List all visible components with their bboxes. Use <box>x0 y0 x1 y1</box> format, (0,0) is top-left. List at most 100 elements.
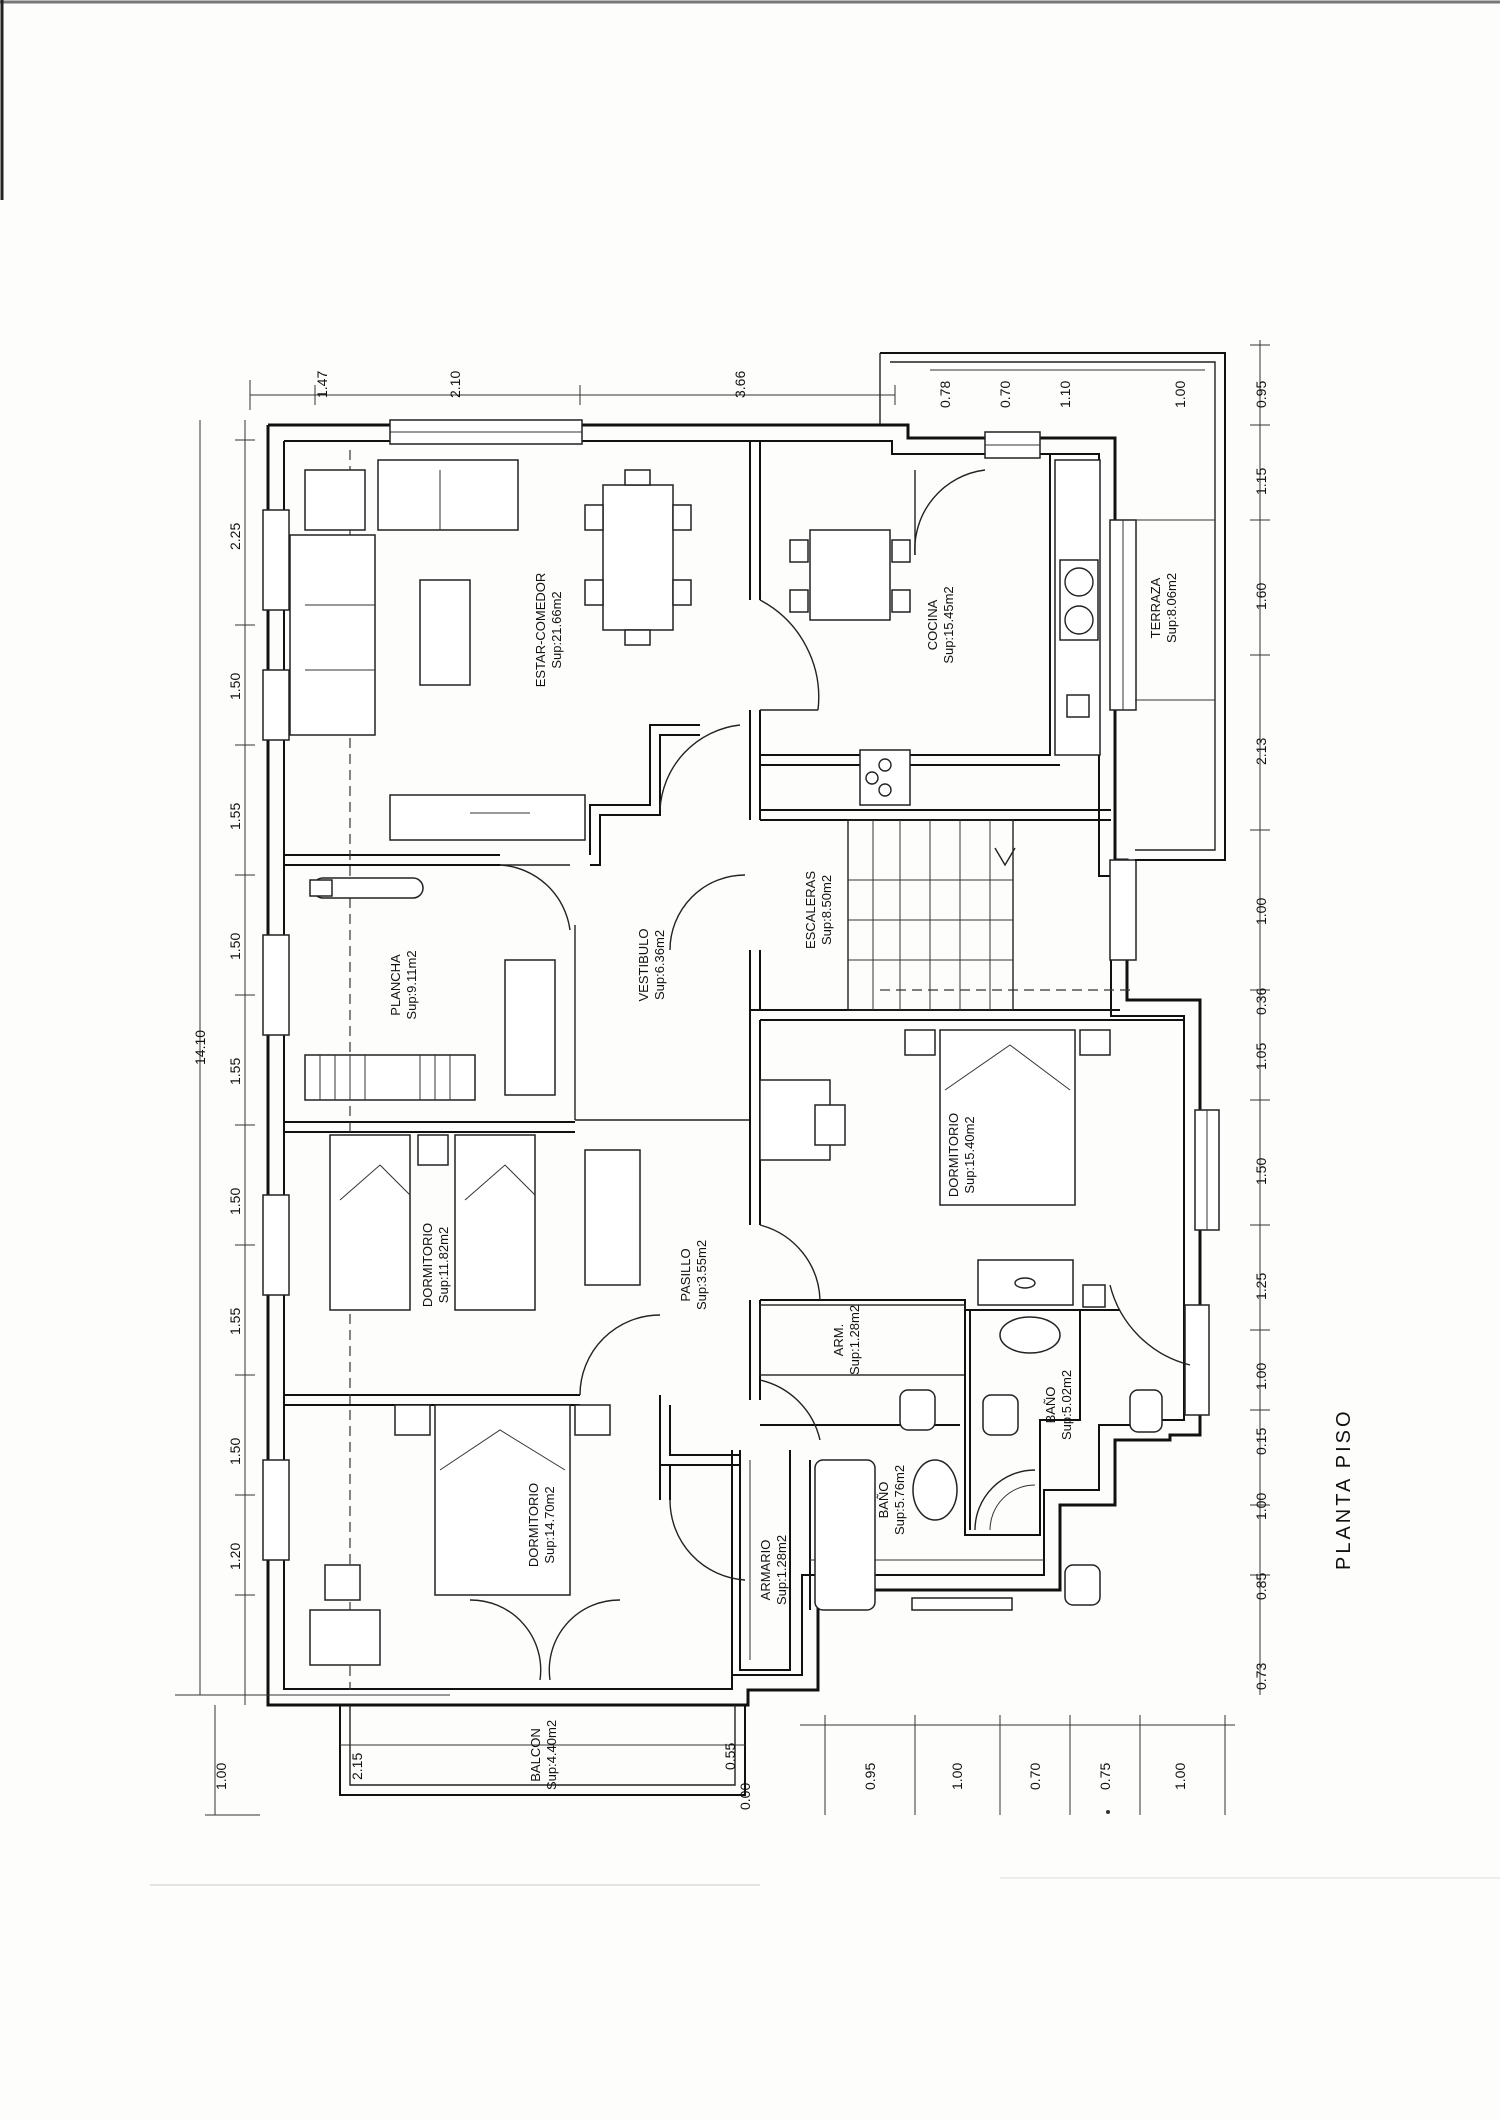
dim-label: 0.36 <box>1253 988 1269 1015</box>
double-bed-icon <box>939 1029 1076 1206</box>
dim-label: 1.10 <box>1057 381 1073 408</box>
sink-icon <box>1059 559 1099 641</box>
single-bed-icon <box>454 1134 536 1311</box>
hidden-lines <box>349 450 1135 1690</box>
furniture <box>289 459 1163 1666</box>
single-bed-icon <box>329 1134 411 1311</box>
desk-icon <box>584 1149 641 1286</box>
washbasin-icon <box>912 1459 958 1521</box>
coffee-table-icon <box>419 579 471 686</box>
dim-label: 0.95 <box>1253 381 1269 408</box>
balcony-railing <box>339 1705 746 1796</box>
room-name: PASILLO <box>678 1248 693 1301</box>
dining-table-icon <box>602 484 674 631</box>
dim-label: 1.55 <box>227 1308 243 1335</box>
plan-title: PLANTA PISO <box>1333 1408 1355 1570</box>
room-area: Sup:15.45m2 <box>941 586 956 663</box>
room-area: Sup:3.55m2 <box>694 1240 709 1310</box>
dim-label: 0.55 <box>722 1743 738 1770</box>
dim-label: 1.00 <box>1253 898 1269 925</box>
dim-label: 1.00 <box>1253 1363 1269 1390</box>
dim-label: 1.50 <box>1253 1158 1269 1185</box>
nightstand-icon <box>394 1404 431 1436</box>
dim-label: 1.50 <box>227 1438 243 1465</box>
nightstand-icon <box>574 1404 611 1436</box>
terrace-railing <box>879 352 1226 861</box>
room-name: TERRAZA <box>1148 577 1163 638</box>
dim-label: 1.20 <box>227 1543 243 1570</box>
dim-label: 1.55 <box>227 803 243 830</box>
tv-cabinet-icon <box>389 794 586 841</box>
scan-mark <box>1106 1810 1110 1814</box>
armchair-icon <box>304 469 366 531</box>
room-name: BALCON <box>528 1728 543 1781</box>
room-name: COCINA <box>925 599 940 650</box>
dim-label: 1.50 <box>227 933 243 960</box>
dim-label: 0.00 <box>737 1783 753 1810</box>
dim-label: 1.50 <box>227 673 243 700</box>
room-name: BAÑO <box>876 1482 891 1519</box>
dim-label: 0.95 <box>862 1763 878 1790</box>
washbasin-icon <box>999 1316 1061 1354</box>
dim-label: 3.66 <box>732 371 748 398</box>
room-area: Sup:8.06m2 <box>1164 573 1179 643</box>
windows <box>262 419 1220 1611</box>
dim-label: 1.50 <box>227 1188 243 1215</box>
nightstand-icon <box>904 1029 936 1056</box>
chair-icon <box>324 1564 361 1601</box>
dim-label: 0.75 <box>1097 1763 1113 1790</box>
room-area: Sup:1.28m2 <box>847 1305 862 1375</box>
dim-label: 0.73 <box>1253 1663 1269 1690</box>
bathtub-icon <box>814 1459 876 1611</box>
room-name: DORMITORIO <box>420 1223 435 1307</box>
door-swings <box>469 469 1191 1681</box>
stairs-icon <box>847 819 1016 1011</box>
bidet-icon <box>1129 1389 1163 1433</box>
dim-label: 2.10 <box>447 371 463 398</box>
dimension-labels: 1.47 2.10 3.66 14.10 2.25 1.50 1.55 1.50… <box>192 371 1269 1810</box>
dim-label: 0.15 <box>1253 1428 1269 1455</box>
washbasin-icon <box>977 1259 1074 1306</box>
dim-label: 1.60 <box>1253 583 1269 610</box>
dim-label: 1.00 <box>1253 1493 1269 1520</box>
room-area: Sup:8.50m2 <box>819 875 834 945</box>
desk-icon <box>309 1609 381 1666</box>
radiator-icon <box>304 1054 476 1101</box>
dim-label: 0.85 <box>1253 1573 1269 1600</box>
room-area: Sup:14.70m2 <box>542 1486 557 1563</box>
sofa-icon <box>377 459 519 531</box>
nightstand-icon <box>417 1134 449 1166</box>
bidet-icon <box>1064 1564 1101 1606</box>
room-area: Sup:21.66m2 <box>549 591 564 668</box>
room-name: ESTAR-COMEDOR <box>533 573 548 688</box>
dim-label: 1.00 <box>1172 1763 1188 1790</box>
chair-icon <box>814 1104 846 1146</box>
room-name: DORMITORIO <box>526 1483 541 1567</box>
dim-label: 0.78 <box>937 381 953 408</box>
dim-label: 14.10 <box>192 1030 208 1065</box>
room-area: Sup:15.40m2 <box>962 1116 977 1193</box>
room-labels: ESTAR-COMEDOR Sup:21.66m2 COCINA Sup:15.… <box>388 573 1179 1790</box>
room-name: PLANCHA <box>388 954 403 1016</box>
dim-label: 1.00 <box>949 1763 965 1790</box>
dim-label: 2.13 <box>1253 738 1269 765</box>
room-area: Sup:1.28m2 <box>774 1535 789 1605</box>
dim-label: 1.15 <box>1253 468 1269 495</box>
room-name: DORMITORIO <box>946 1113 961 1197</box>
dim-label: 1.25 <box>1253 1273 1269 1300</box>
shelf-icon <box>504 959 556 1096</box>
room-area: Sup:9.11m2 <box>404 950 419 1019</box>
dim-label: 1.00 <box>213 1763 229 1790</box>
ironing-board-icon <box>309 877 424 899</box>
sofa-icon <box>289 534 376 736</box>
washer-icon <box>1066 694 1090 718</box>
room-name: ARM. <box>831 1324 846 1357</box>
toilet-icon <box>899 1389 936 1431</box>
stove-icon <box>859 749 911 806</box>
dim-label: 1.47 <box>314 371 330 398</box>
room-name: ARMARIO <box>758 1540 773 1601</box>
room-area: Sup:11.82m2 <box>436 1227 451 1303</box>
dim-label: 1.55 <box>227 1058 243 1085</box>
toilet-icon <box>982 1394 1019 1436</box>
